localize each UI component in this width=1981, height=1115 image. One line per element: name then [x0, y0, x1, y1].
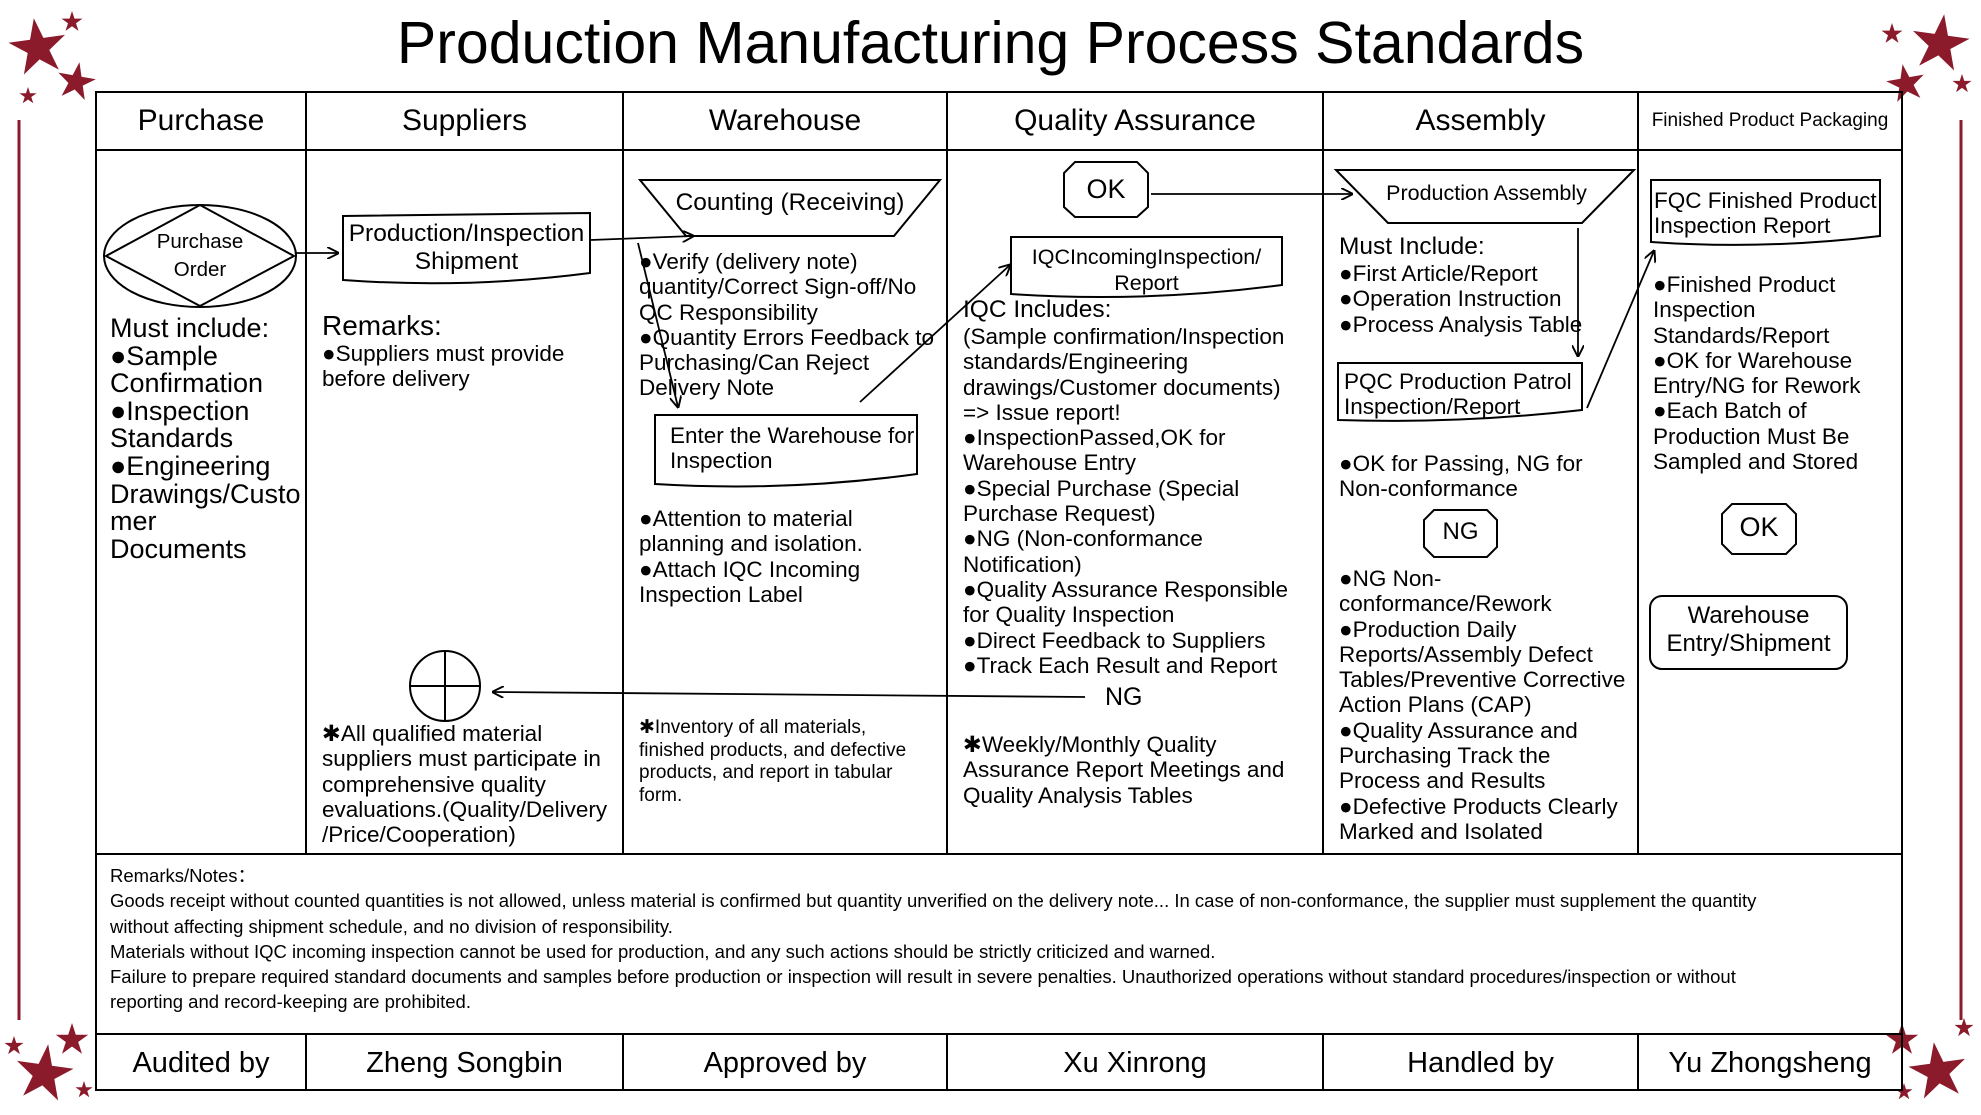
- column-header-assembly: Assembly: [1415, 104, 1546, 137]
- handler-name: Yu Zhongsheng: [1668, 1047, 1872, 1079]
- column-header-suppliers: Suppliers: [401, 104, 528, 137]
- enter-warehouse-document-shape: [654, 414, 918, 488]
- production-assembly-label: Production Assembly: [1386, 181, 1587, 205]
- arrow-counting-to-enter: [637, 242, 678, 407]
- qa-ok-label: OK: [1086, 174, 1126, 204]
- fqc-document-shape: [1650, 179, 1881, 246]
- auditor-name: Zheng Songbin: [366, 1047, 563, 1079]
- production-assembly-trapezoid: [1333, 169, 1637, 224]
- warehouse-verify-text: ●Verify (delivery note) quantity/Correct…: [639, 249, 934, 401]
- side-rule: [17, 120, 1963, 1020]
- shipment-label: Production/Inspection Shipment: [348, 220, 585, 275]
- assembly-ng-octagon: [1423, 509, 1498, 558]
- arrow-ng-to-suppliers: [493, 692, 1086, 697]
- shipment-document-shape: [342, 211, 591, 285]
- packaging-ok-octagon: [1721, 503, 1797, 555]
- purchase-order-label: Purchase Order: [156, 230, 244, 281]
- warehouse-entry-label: Warehouse Entry/Shipment: [1666, 602, 1831, 657]
- purchase-must-include-text: Must include: ●Sample Confirmation ●Insp…: [110, 313, 301, 564]
- fqc-text: ●Finished Product Inspection Standards/R…: [1653, 272, 1861, 475]
- purchase-order-diamond: [103, 203, 297, 308]
- counting-label: Counting (Receiving): [675, 189, 905, 216]
- approver-name: Xu Xinrong: [1063, 1047, 1207, 1079]
- iqc-includes-title: IQC Includes:: [963, 296, 1112, 323]
- warehouse-attention-text: ●Attention to material planning and isol…: [639, 506, 863, 607]
- handled-by-label: Handled by: [1407, 1047, 1554, 1079]
- qa-weekly-note: ✱Weekly/Monthly Quality Assurance Report…: [963, 732, 1285, 808]
- qa-ok-octagon: [1063, 161, 1149, 218]
- qa-ng-label: NG: [1105, 683, 1143, 711]
- arrow-pqc-to-fqc: [1586, 251, 1654, 409]
- packaging-ok-label: OK: [1739, 512, 1779, 542]
- remarks-notes: Remarks/Notes： Goods receipt without cou…: [110, 865, 1757, 1013]
- column-header-quality-assurance: Quality Assurance: [1014, 104, 1256, 137]
- assembly-must-title: Must Include:: [1339, 233, 1485, 260]
- fqc-label: FQC Finished Product Inspection Report: [1654, 188, 1877, 239]
- assembly-ok-ng-text: ●OK for Passing, NG for Non-conformance: [1339, 451, 1583, 502]
- warehouse-entry-rounded-box: [1649, 595, 1848, 670]
- arrow-enter-to-iqc: [859, 265, 1010, 403]
- assembly-ng-text: ●NG Non- conformance/Rework ●Production …: [1339, 566, 1626, 844]
- crosshair-circle-icon: [409, 650, 481, 722]
- iqc-document-shape: [1010, 236, 1283, 298]
- enter-warehouse-label: Enter the Warehouse for Inspection: [670, 423, 915, 474]
- assembly-ng-label: NG: [1442, 518, 1479, 545]
- pqc-document-shape: [1337, 362, 1583, 422]
- process-table-grid: [95, 91, 1903, 1091]
- iqc-label: IQCIncomingInspection/ Report: [1031, 245, 1262, 295]
- suppliers-remarks-title: Remarks:: [322, 310, 442, 341]
- pqc-label: PQC Production Patrol Inspection/Report: [1344, 369, 1572, 420]
- column-header-finished-product-packaging: Finished Product Packaging: [1651, 110, 1889, 131]
- warehouse-inventory-note: ✱Inventory of all materials, finished pr…: [639, 717, 907, 806]
- iqc-includes-text: (Sample confirmation/Inspection standard…: [963, 324, 1289, 678]
- approved-by-label: Approved by: [703, 1047, 867, 1079]
- counting-trapezoid: [637, 179, 943, 237]
- page-title: Production Manufacturing Process Standar…: [396, 10, 1585, 76]
- assembly-must-text: ●First Article/Report ●Operation Instruc…: [1339, 261, 1583, 337]
- suppliers-evaluation-note: ✱All qualified material suppliers must p…: [322, 721, 608, 848]
- audited-by-label: Audited by: [132, 1047, 270, 1079]
- arrow-shipment-to-counting: [590, 236, 693, 240]
- column-header-warehouse: Warehouse: [708, 104, 862, 137]
- suppliers-remarks-text: ●Suppliers must provide before delivery: [322, 341, 565, 392]
- column-header-purchase: Purchase: [137, 104, 265, 137]
